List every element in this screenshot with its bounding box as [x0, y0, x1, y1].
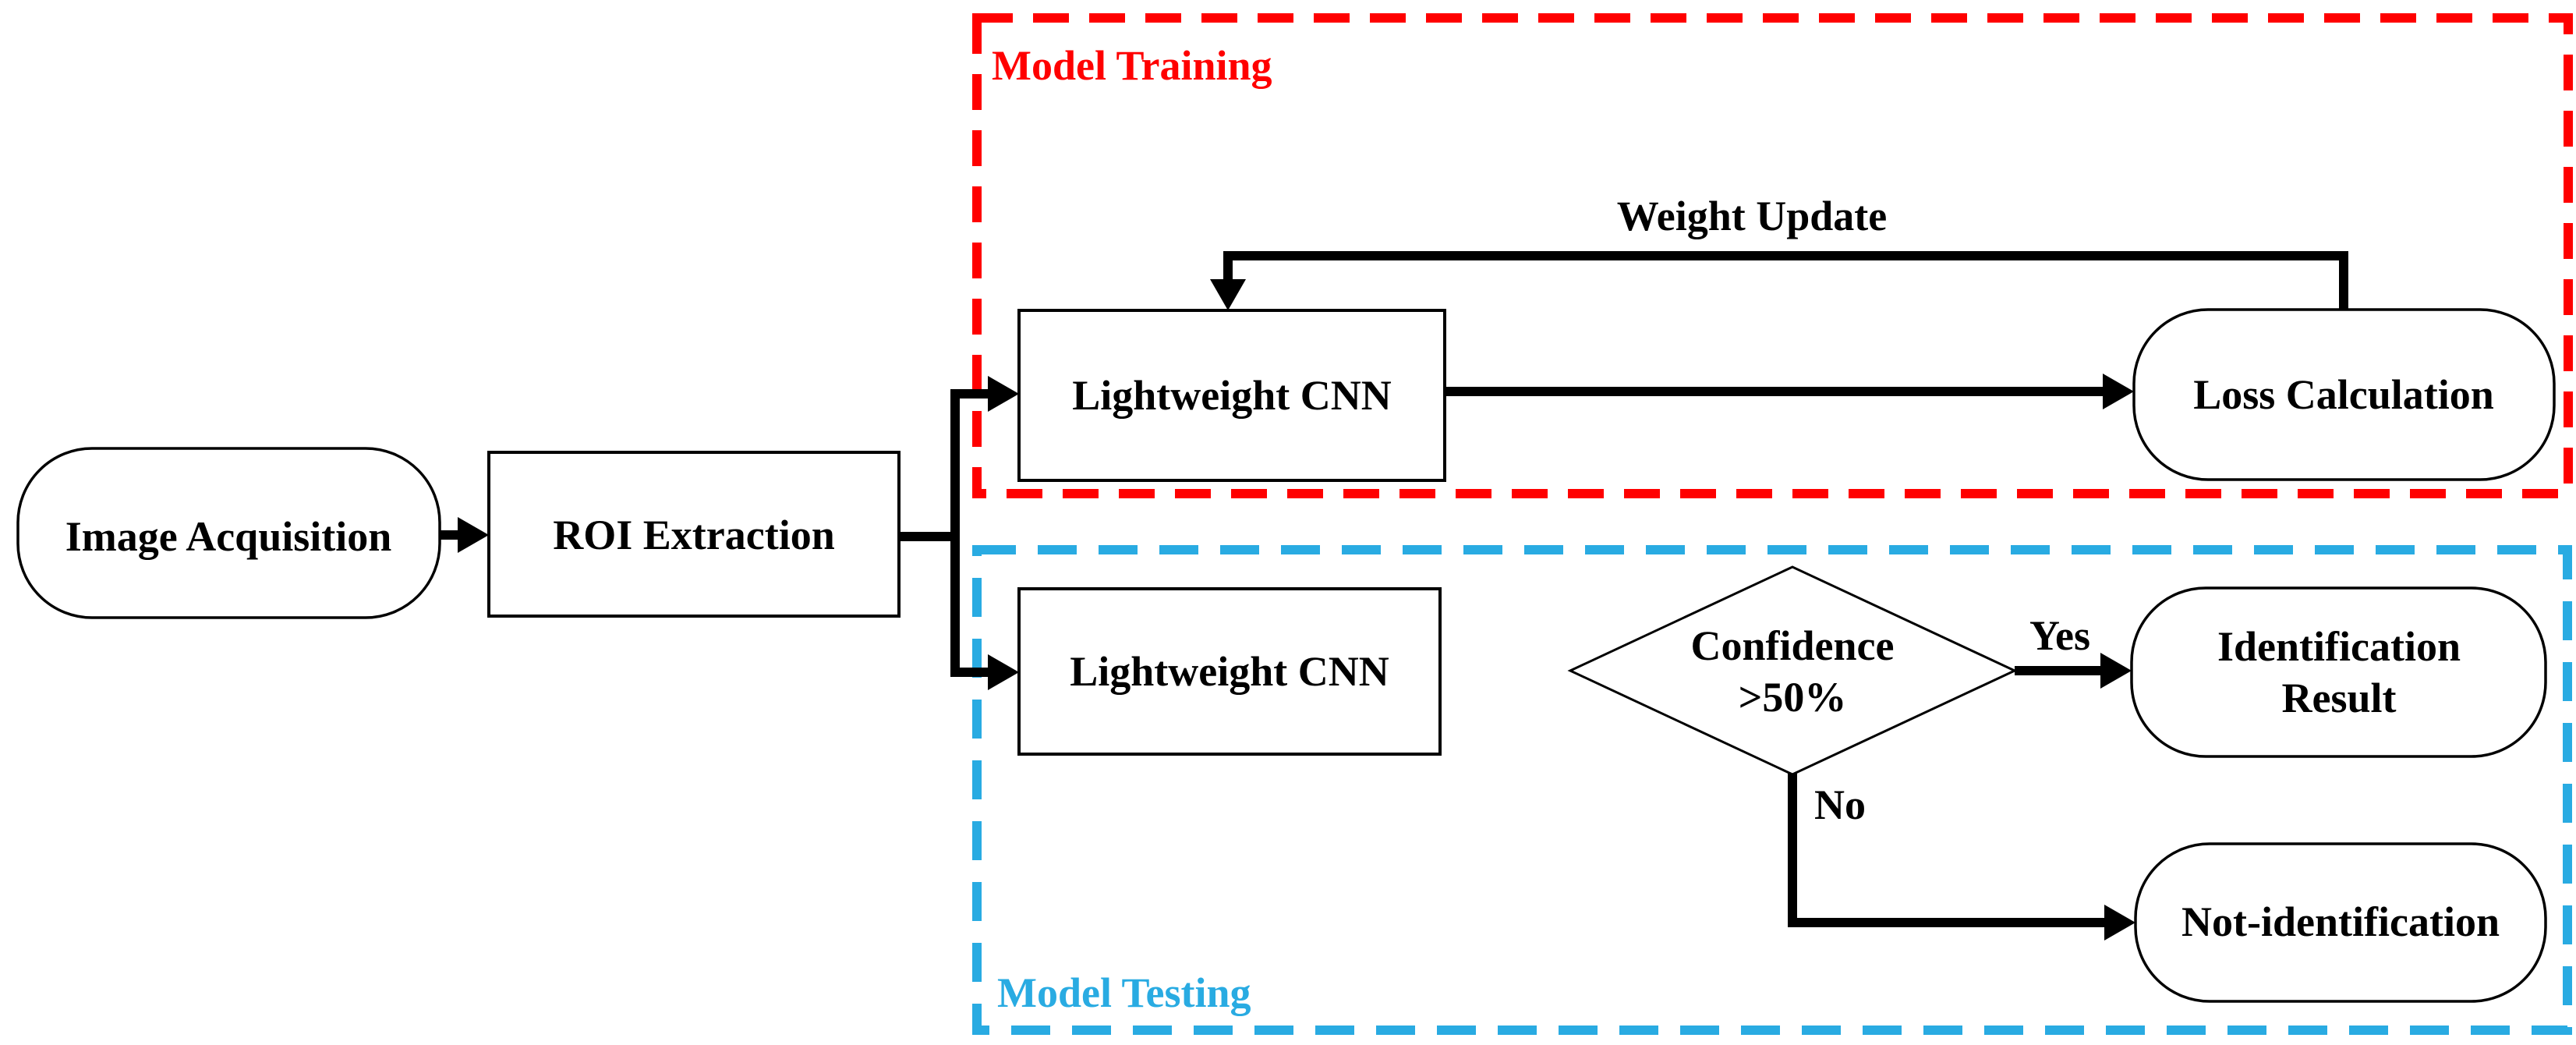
edge-weight-update-feedback	[1223, 251, 2348, 310]
identification-result-label-line2: Result	[2281, 675, 2397, 721]
model-training-label: Model Training	[992, 42, 1272, 89]
roi-extraction-label: ROI Extraction	[553, 512, 835, 558]
loss-calculation-label: Loss Calculation	[2193, 371, 2494, 418]
identification-result-shape	[2130, 586, 2547, 758]
arrowhead-into-loss	[2103, 374, 2134, 409]
image-acquisition-label: Image Acquisition	[65, 513, 392, 560]
edge-no	[1788, 770, 2107, 927]
no-label: No	[1814, 781, 1866, 828]
roi-extraction-shape	[487, 451, 901, 618]
not-identification-label: Not-identification	[2181, 898, 2500, 945]
lightweight-cnn-testing-label: Lightweight CNN	[1070, 648, 1389, 695]
confidence-decision-shape	[1567, 565, 2018, 776]
lightweight-cnn-training-label: Lightweight CNN	[1072, 372, 1392, 419]
loss-calculation-shape	[2132, 308, 2556, 481]
confidence-decision-label-line1: Confidence	[1690, 622, 1895, 669]
model-training-group-box	[972, 13, 2573, 498]
arrowhead-into-cnn-testing	[988, 654, 1019, 690]
arrowhead-into-cnn-training	[988, 376, 1019, 412]
yes-label: Yes	[2029, 612, 2090, 659]
image-acquisition-shape	[16, 447, 441, 619]
weight-update-label: Weight Update	[1616, 193, 1888, 239]
identification-result-label-line1: Identification	[2217, 623, 2461, 670]
identification-result-label: Identification Result	[2217, 621, 2461, 724]
not-identification-shape	[2134, 842, 2547, 1003]
lightweight-cnn-training-shape	[1017, 309, 1446, 482]
arrowhead-into-identification	[2100, 653, 2132, 689]
arrowhead-into-roi	[458, 517, 489, 553]
lightweight-cnn-testing-shape	[1017, 587, 1442, 756]
arrowhead-weight-update	[1210, 279, 1246, 310]
model-testing-label: Model Testing	[997, 969, 1251, 1016]
confidence-decision-label-line2: >50%	[1738, 674, 1847, 721]
model-testing-group-box	[972, 545, 2572, 1035]
confidence-decision-label: Confidence >50%	[1691, 620, 1895, 723]
arrowhead-into-not-identification	[2104, 905, 2135, 940]
